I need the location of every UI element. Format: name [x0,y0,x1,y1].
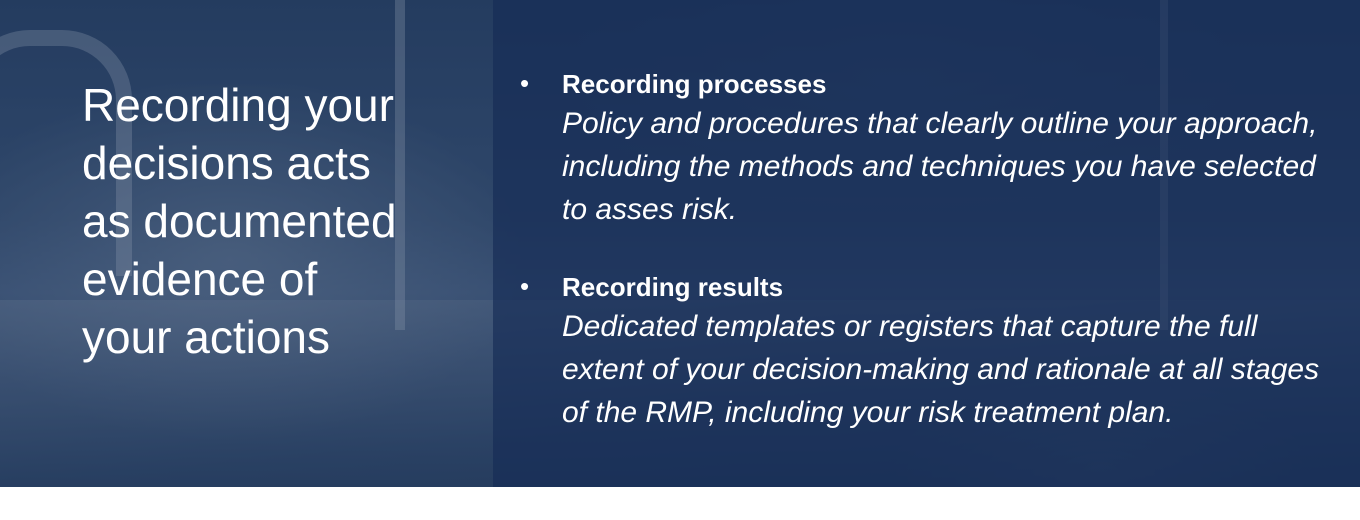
bullet-item: • Recording processes Policy and procedu… [512,66,1332,231]
slide: Recording your decisions acts as documen… [0,0,1360,487]
bullet-item: • Recording results Dedicated templates … [512,269,1332,434]
bullet-title: Recording results [562,272,784,302]
bullet-description: Dedicated templates or registers that ca… [562,310,1320,429]
bullet-description: Policy and procedures that clearly outli… [562,107,1318,226]
bullet-dot-icon: • [520,68,530,98]
bullet-list: • Recording processes Policy and procedu… [512,66,1332,472]
bullet-dot-icon: • [520,271,530,301]
slide-heading: Recording your decisions acts as documen… [82,79,397,363]
left-overlay [0,0,493,487]
pole-shape [395,0,405,330]
bullet-title: Recording processes [562,69,827,99]
content-panel [493,0,1360,487]
